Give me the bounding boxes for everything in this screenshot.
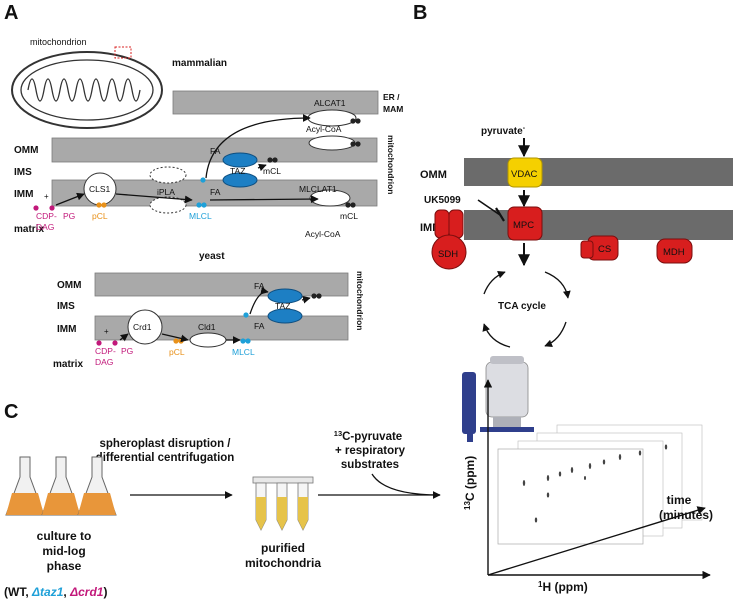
- minutes-label: (minutes): [659, 508, 713, 522]
- plus-sign-yeast: +: [104, 327, 109, 336]
- alcat1-label: ALCAT1: [314, 98, 346, 108]
- step1-line1: spheroplast disruption /: [100, 438, 232, 450]
- cls1-label: CLS1: [89, 184, 111, 194]
- mitochondrion-side-label-mammalian: mitochondrion: [386, 135, 396, 195]
- crd1-label: Crd1: [133, 322, 152, 332]
- step2-line1: 13C-pyruvate: [334, 429, 402, 443]
- cs-enzyme: CS: [580, 235, 619, 261]
- acyl-transferase-omm: [308, 135, 356, 151]
- er-label: ER /: [383, 92, 400, 102]
- ims-label-mammalian: IMS: [14, 167, 32, 178]
- nmr-spectra-stack: [497, 424, 703, 545]
- nmr-axes: [483, 379, 711, 580]
- taz-enzyme-yeast: TAZ FA FA: [254, 281, 303, 331]
- cls1-enzyme: CLS1: [83, 172, 117, 206]
- sdh-label: SDH: [438, 249, 458, 260]
- fa-label-yeast-2: FA: [254, 321, 265, 331]
- cdp-label-mammalian: CDP-: [36, 211, 57, 221]
- matrix-label-mammalian: matrix: [14, 224, 44, 235]
- taz-label-mammalian: TAZ: [230, 166, 245, 176]
- mitochondrion-label: mitochondrion: [30, 37, 87, 47]
- y-axis-label: 13C (ppm): [463, 456, 477, 510]
- mpc-label: MPC: [513, 220, 534, 231]
- fa-label-mammalian-2: FA: [210, 187, 221, 197]
- lipids-yeast: [96, 293, 322, 346]
- vdac-label: VDAC: [511, 169, 538, 180]
- purified-line1: purified: [261, 541, 305, 555]
- mlcl-label-yeast: MLCL: [232, 347, 255, 357]
- er-mam-membrane: [172, 90, 379, 115]
- nmr-spectrometer-illustration: [462, 356, 534, 442]
- tca-cycle-label: TCA cycle: [498, 301, 546, 312]
- fa-label-yeast-1: FA: [254, 281, 265, 291]
- matrix-label-yeast: matrix: [53, 359, 83, 370]
- omm-label-yeast: OMM: [57, 280, 81, 291]
- panel-label-b: B: [413, 2, 427, 24]
- culture-line2: mid-log: [42, 544, 85, 558]
- purified-line2: mitochondria: [245, 556, 321, 570]
- omm-label-mammalian: OMM: [14, 145, 38, 156]
- imm-label-mammalian: IMM: [14, 189, 33, 200]
- panel-label-a: A: [4, 2, 18, 24]
- cs-label: CS: [598, 244, 611, 255]
- mpc-carrier: MPC: [507, 206, 543, 241]
- strain-list: (WT, Δtaz1, Δcrd1): [4, 585, 107, 599]
- pg-label-yeast: PG: [121, 346, 133, 356]
- imm-label-yeast: IMM: [57, 324, 76, 335]
- vdac-channel: VDAC: [507, 157, 543, 188]
- plus-sign-mammalian: +: [44, 192, 49, 201]
- pcl-label-mammalian: pCL: [92, 211, 108, 221]
- omm-membrane-b: [464, 158, 733, 186]
- taz-label-yeast: TAZ: [275, 301, 290, 311]
- mlcl-label-mammalian: MLCL: [189, 211, 212, 221]
- crd1-enzyme: Crd1: [127, 309, 163, 345]
- mitochondrion-side-label-yeast: mitochondrion: [355, 271, 365, 331]
- lipids-mammalian: [33, 118, 361, 211]
- mammalian-title: mammalian: [172, 58, 227, 69]
- dag-label-mammalian: DAG: [36, 222, 54, 232]
- mitochondrion-illustration: mitochondrion: [11, 37, 163, 129]
- panel-label-c: C: [4, 401, 18, 423]
- pg-label-mammalian: PG: [63, 211, 75, 221]
- sdh-complex: SDH: [431, 209, 467, 270]
- tca-cycle-arrows: [482, 270, 571, 348]
- culture-flasks-illustration: [5, 456, 117, 516]
- culture-line1: culture to: [37, 529, 92, 543]
- pcl-label-yeast: pCL: [169, 347, 185, 357]
- dag-label-yeast: DAG: [95, 357, 113, 367]
- omm-membrane-yeast: [94, 272, 349, 297]
- mdh-label: MDH: [663, 247, 685, 258]
- acyl-coa-label-bottom: Acyl-CoA: [305, 229, 341, 239]
- uk5099-label: UK5099: [424, 195, 461, 206]
- purified-mitochondria-tubes: [252, 476, 314, 531]
- ipla-enzyme: iPLA: [149, 166, 187, 214]
- ims-label-yeast: IMS: [57, 301, 75, 312]
- step2-line3: substrates: [341, 459, 399, 471]
- cdp-label-yeast: CDP-: [95, 346, 116, 356]
- yeast-title: yeast: [199, 251, 225, 262]
- mlclat1-label: MLCLAT1: [299, 184, 337, 194]
- step2-line2: + respiratory: [335, 445, 406, 457]
- acyl-coa-label-top: Acyl-CoA: [306, 124, 342, 134]
- pyruvate-label: pyruvate-: [481, 125, 526, 137]
- time-label: time: [667, 493, 692, 507]
- cld1-label: Cld1: [198, 322, 216, 332]
- mcl-label-mammalian-1: mCL: [340, 211, 358, 221]
- ipla-label: iPLA: [157, 187, 175, 197]
- mcl-label-mammalian-2: mCL: [263, 166, 281, 176]
- mdh-enzyme: MDH: [656, 238, 693, 264]
- x-axis-label: 1H (ppm): [538, 580, 588, 594]
- mlclat1-enzyme: MLCLAT1: [299, 184, 351, 207]
- omm-label-b: OMM: [420, 169, 447, 181]
- step1-line2: differential centrifugation: [96, 452, 235, 464]
- mam-label: MAM: [383, 104, 403, 114]
- culture-line3: phase: [47, 559, 82, 573]
